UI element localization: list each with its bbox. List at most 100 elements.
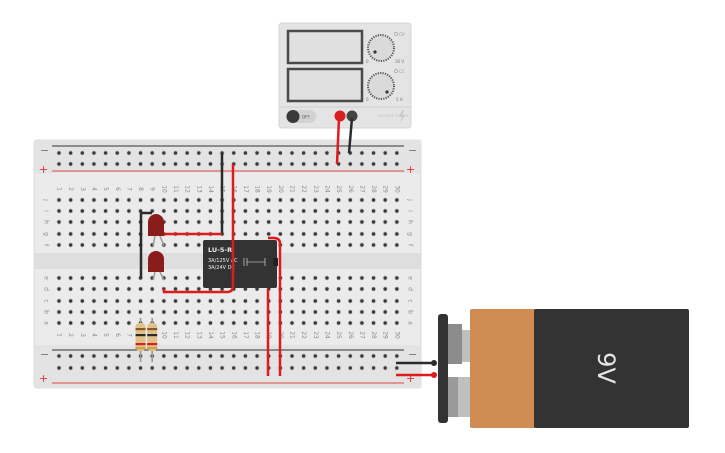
hole-g18[interactable] [254, 231, 260, 237]
rail-hole-0-17[interactable] [242, 150, 248, 156]
hole-j25[interactable] [336, 197, 342, 203]
hole-j20[interactable] [277, 197, 283, 203]
hole-c26[interactable] [347, 298, 353, 304]
rail-hole-2-28[interactable] [371, 353, 377, 359]
hole-h29[interactable] [382, 219, 388, 225]
hole-c13[interactable] [196, 298, 202, 304]
hole-c8[interactable] [138, 298, 144, 304]
rail-hole-3-1[interactable] [56, 365, 62, 371]
hole-j23[interactable] [312, 197, 318, 203]
rail-hole-1-10[interactable] [161, 161, 167, 167]
hole-c27[interactable] [359, 298, 365, 304]
hole-e28[interactable] [371, 275, 377, 281]
hole-j21[interactable] [289, 197, 295, 203]
rail-hole-2-30[interactable] [394, 353, 400, 359]
hole-g21[interactable] [289, 231, 295, 237]
hole-b4[interactable] [91, 309, 97, 315]
rail-hole-0-11[interactable] [172, 150, 178, 156]
hole-i13[interactable] [196, 208, 202, 214]
hole-j6[interactable] [114, 197, 120, 203]
rail-hole-2-29[interactable] [382, 353, 388, 359]
rail-hole-2-4[interactable] [91, 353, 97, 359]
hole-h12[interactable] [184, 219, 190, 225]
rail-hole-3-30[interactable] [394, 365, 400, 371]
hole-i18[interactable] [254, 208, 260, 214]
hole-a26[interactable] [347, 320, 353, 326]
hole-f11[interactable] [172, 242, 178, 248]
rail-hole-1-28[interactable] [371, 161, 377, 167]
led-1[interactable] [148, 214, 165, 247]
hole-i22[interactable] [301, 208, 307, 214]
hole-f24[interactable] [324, 242, 330, 248]
hole-f3[interactable] [79, 242, 85, 248]
rail-hole-1-9[interactable] [149, 161, 155, 167]
hole-a22[interactable] [301, 320, 307, 326]
rail-hole-0-23[interactable] [312, 150, 318, 156]
hole-b24[interactable] [324, 309, 330, 315]
rail-hole-2-11[interactable] [172, 353, 178, 359]
hole-b16[interactable] [231, 309, 237, 315]
hole-c11[interactable] [172, 298, 178, 304]
negative-terminal[interactable] [346, 110, 358, 122]
hole-c10[interactable] [161, 298, 167, 304]
hole-i30[interactable] [394, 208, 400, 214]
rail-hole-0-14[interactable] [207, 150, 213, 156]
hole-e7[interactable] [126, 275, 132, 281]
rail-hole-1-18[interactable] [254, 161, 260, 167]
wire-relay-output[interactable] [268, 236, 282, 376]
hole-e11[interactable] [172, 275, 178, 281]
hole-i3[interactable] [79, 208, 85, 214]
rail-hole-0-8[interactable] [138, 150, 144, 156]
hole-a27[interactable] [359, 320, 365, 326]
rail-hole-1-2[interactable] [68, 161, 74, 167]
hole-i6[interactable] [114, 208, 120, 214]
hole-b30[interactable] [394, 309, 400, 315]
hole-b22[interactable] [301, 309, 307, 315]
hole-c24[interactable] [324, 298, 330, 304]
hole-a13[interactable] [196, 320, 202, 326]
hole-b7[interactable] [126, 309, 132, 315]
hole-i20[interactable] [277, 208, 283, 214]
hole-g27[interactable] [359, 231, 365, 237]
hole-d22[interactable] [301, 286, 307, 292]
hole-e4[interactable] [91, 275, 97, 281]
hole-f6[interactable] [114, 242, 120, 248]
hole-c29[interactable] [382, 298, 388, 304]
rail-hole-1-5[interactable] [103, 161, 109, 167]
hole-c14[interactable] [207, 298, 213, 304]
rail-hole-1-26[interactable] [347, 161, 353, 167]
hole-i19[interactable] [266, 208, 272, 214]
hole-h28[interactable] [371, 219, 377, 225]
hole-c22[interactable] [301, 298, 307, 304]
hole-c15[interactable] [219, 298, 225, 304]
led-2[interactable] [148, 251, 165, 281]
hole-d29[interactable] [382, 286, 388, 292]
power-supply[interactable]: CV CC 0 30 V 0 5 A OFF VOLTAGE SUPPLY [278, 22, 412, 129]
hole-j7[interactable] [126, 197, 132, 203]
hole-a3[interactable] [79, 320, 85, 326]
hole-i29[interactable] [382, 208, 388, 214]
hole-b28[interactable] [371, 309, 377, 315]
rail-hole-3-24[interactable] [324, 365, 330, 371]
rail-hole-2-18[interactable] [254, 353, 260, 359]
hole-c25[interactable] [336, 298, 342, 304]
hole-h2[interactable] [68, 219, 74, 225]
hole-i2[interactable] [68, 208, 74, 214]
hole-c21[interactable] [289, 298, 295, 304]
hole-c12[interactable] [184, 298, 190, 304]
hole-h26[interactable] [347, 219, 353, 225]
rail-hole-1-11[interactable] [172, 161, 178, 167]
hole-f27[interactable] [359, 242, 365, 248]
hole-d25[interactable] [336, 286, 342, 292]
hole-b2[interactable] [68, 309, 74, 315]
rail-hole-0-29[interactable] [382, 150, 388, 156]
hole-f29[interactable] [382, 242, 388, 248]
rail-hole-2-23[interactable] [312, 353, 318, 359]
rail-hole-0-22[interactable] [301, 150, 307, 156]
rail-hole-1-24[interactable] [324, 161, 330, 167]
rail-hole-1-4[interactable] [91, 161, 97, 167]
hole-i24[interactable] [324, 208, 330, 214]
hole-h7[interactable] [126, 219, 132, 225]
hole-g20[interactable] [277, 231, 283, 237]
rail-hole-0-9[interactable] [149, 150, 155, 156]
